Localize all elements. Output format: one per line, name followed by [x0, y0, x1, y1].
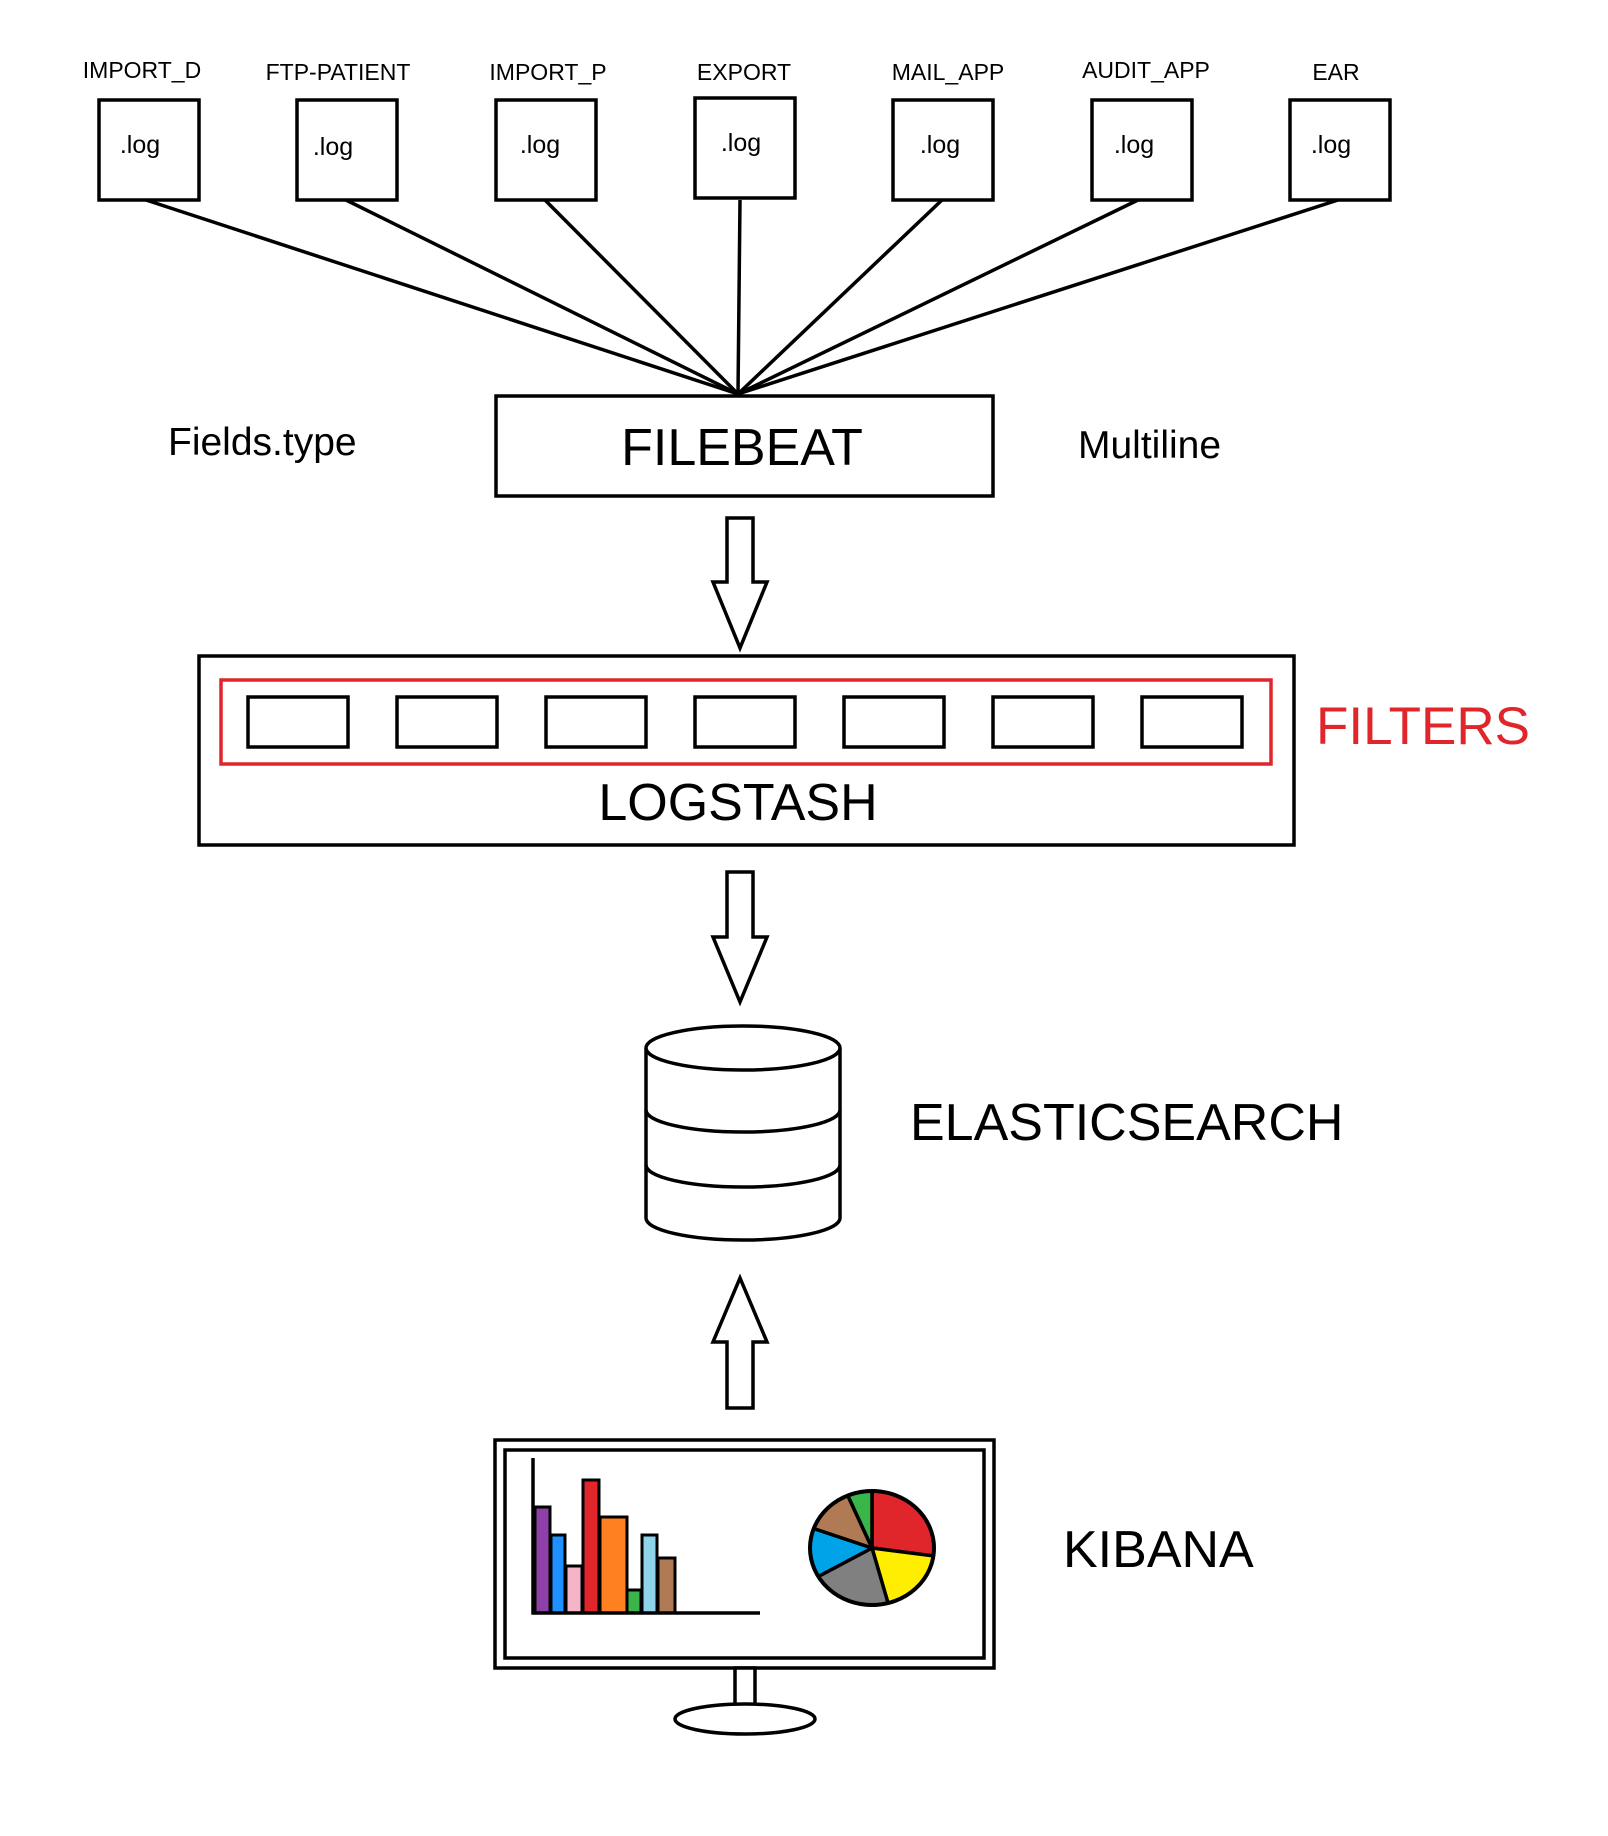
logstash-node: LOGSTASH FILTERS — [197, 654, 1530, 847]
filter-box — [842, 695, 946, 749]
filter-box — [693, 695, 797, 749]
source-title: AUDIT_APP — [1082, 57, 1210, 83]
log-file-import-d — [97, 98, 201, 202]
file-label: .log — [120, 131, 160, 159]
file-label: .log — [721, 129, 761, 157]
connector-audit-app — [737, 198, 1139, 396]
bar — [640, 1533, 659, 1615]
monitor-stand — [673, 1702, 817, 1736]
file-label: .log — [1311, 131, 1351, 159]
kibana-node: KIBANA — [493, 1438, 1254, 1736]
bar — [656, 1556, 677, 1615]
log-file-import-p — [494, 98, 598, 202]
filter-box — [991, 695, 1095, 749]
bar-chart-axes — [531, 1458, 760, 1615]
file-label: .log — [520, 131, 560, 159]
log-file-audit-app — [1090, 98, 1194, 202]
arrow-down-icon — [710, 870, 770, 1007]
file-label: .log — [313, 133, 353, 161]
arrow-down-icon — [710, 516, 770, 653]
bar-chart-bars — [533, 1478, 677, 1615]
log-file-box — [693, 96, 797, 200]
log-file-box — [1090, 98, 1194, 202]
connector-mail-app — [736, 198, 944, 396]
log-file-box — [295, 98, 399, 202]
filebeat-right-note: Multiline — [1078, 424, 1221, 467]
log-file-box — [1288, 98, 1392, 202]
filters-label: FILTERS — [1316, 697, 1530, 756]
source-titles: IMPORT_D FTP-PATIENT IMPORT_P EXPORT MAI… — [83, 57, 1360, 85]
elasticsearch-node — [644, 1024, 842, 1242]
connector-ear — [737, 198, 1339, 396]
filebeat-left-note: Fields.type — [168, 421, 357, 464]
log-file-ear — [1288, 98, 1392, 202]
bar — [549, 1533, 567, 1615]
filters-group — [219, 678, 1273, 766]
filebeat-box — [494, 394, 995, 498]
filebeat-title: FILEBEAT — [621, 419, 863, 477]
logstash-title: LOGSTASH — [598, 774, 877, 832]
log-sources — [97, 96, 1392, 396]
bar — [564, 1564, 584, 1615]
connector-ftp-patient — [345, 198, 739, 396]
log-file-export — [693, 96, 797, 200]
source-title: EAR — [1312, 59, 1359, 85]
arrow-up-icon — [710, 1273, 770, 1410]
log-file-mail-app — [891, 98, 995, 202]
elasticsearch-title: ELASTICSEARCH — [910, 1094, 1343, 1152]
filter-boxes — [246, 695, 1244, 749]
log-file-box — [891, 98, 995, 202]
source-title: MAIL_APP — [892, 59, 1005, 85]
source-title: FTP-PATIENT — [266, 59, 411, 85]
connector-export — [736, 199, 742, 395]
filter-box — [544, 695, 648, 749]
source-title: IMPORT_P — [489, 59, 606, 85]
pie-outline — [808, 1489, 936, 1607]
bar — [625, 1588, 643, 1615]
connector-import-p — [543, 198, 740, 396]
bar — [581, 1478, 601, 1615]
log-file-box — [97, 98, 201, 202]
source-title: IMPORT_D — [83, 57, 201, 83]
database-top — [644, 1024, 842, 1072]
log-file-ftp-patient — [295, 98, 399, 202]
file-label: .log — [920, 131, 960, 159]
filter-box — [246, 695, 350, 749]
source-connectors — [145, 198, 1339, 396]
database-ring — [644, 1109, 842, 1134]
monitor-screen — [503, 1448, 986, 1660]
database-body — [644, 1048, 842, 1242]
bar — [598, 1515, 629, 1615]
database-ring — [644, 1164, 842, 1189]
kibana-title: KIBANA — [1063, 1521, 1254, 1579]
source-title: EXPORT — [697, 59, 791, 85]
filter-box — [1140, 695, 1244, 749]
log-file-box — [494, 98, 598, 202]
filebeat-node: FILEBEAT Fields.type Multiline — [168, 394, 1221, 498]
connector-import-d — [145, 198, 739, 396]
database-icon — [644, 1024, 842, 1242]
file-labels: .log .log .log .log .log .log .log — [120, 129, 1351, 161]
logstash-box — [197, 654, 1296, 847]
bar-chart-icon — [531, 1458, 760, 1615]
bar — [533, 1505, 552, 1615]
pie-chart-icon — [808, 1489, 936, 1607]
filter-box — [395, 695, 499, 749]
file-label: .log — [1114, 131, 1154, 159]
